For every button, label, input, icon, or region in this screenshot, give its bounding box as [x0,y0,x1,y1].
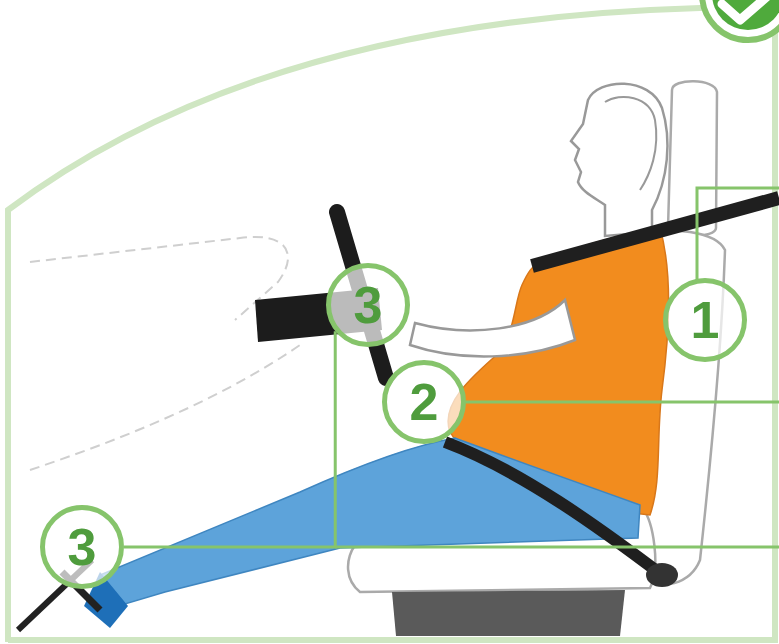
leader-line [466,401,779,404]
check-badge-fill [712,0,779,30]
leader-line [335,546,779,549]
check-badge [702,0,779,40]
lap-belt [445,442,662,575]
buckle [646,563,678,587]
check-mark [722,0,770,20]
callout-circle: 3 [40,505,124,589]
callout-circle: 2 [382,360,466,444]
dashboard-outline [30,237,300,470]
bracket-line [124,331,335,547]
woman-head [571,84,667,236]
seat-base [392,590,625,636]
callout-number: 2 [410,376,439,428]
legs [100,438,640,604]
arm [410,300,575,356]
callout-circle: 3 [326,263,410,347]
shoulder-belt [532,198,779,266]
hair-line [605,97,656,190]
callout-circle: 1 [663,278,747,362]
callout-number: 3 [354,279,383,331]
leader-line [697,188,779,282]
callout-number: 1 [691,294,720,346]
callout-number: 3 [68,521,97,573]
